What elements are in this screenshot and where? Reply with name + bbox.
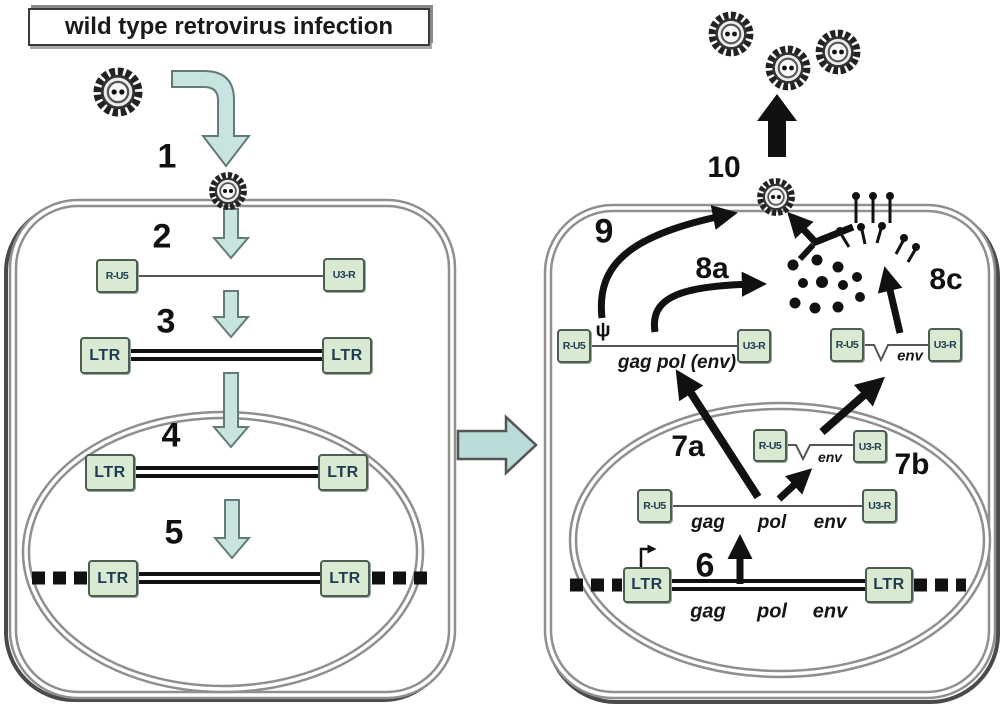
gene-label-pol: pol [757,512,787,533]
step-label-7a: 7a [671,430,705,463]
gene-label-gag: gag [690,600,726,623]
free-virion-icon [98,72,138,112]
arrow-assembly-gag-branch [797,242,816,262]
arrow-step10-release [757,94,797,157]
nuclear-dna [134,466,319,478]
gag-protein-dots [787,254,865,314]
released-virion-icon-1 [713,16,750,53]
gene-label-env: env [897,347,923,365]
released-virion-icon-2 [770,50,807,87]
segment-box-u3-r: U3-R [862,489,897,523]
step-label-1: 1 [157,137,177,176]
step-label-6: 6 [695,546,715,585]
step-label-4: 4 [161,416,181,455]
arrow-step4 [211,372,251,449]
diagram-title-text: wild type retrovirus infection [64,13,394,40]
segment-box-r-u5: R-U5 [830,328,864,362]
arrow-step2 [211,208,251,260]
segment-box-u3-r: U3-R [928,328,962,362]
segment-box-ltr: LTR [88,560,138,597]
arrow-assembly-env-branch [811,223,855,247]
segment-box-u3-r: U3-R [323,258,365,292]
arrow-step7a [675,369,762,500]
psi-packaging-signal-label: ψ [595,319,611,342]
segment-box-ltr: LTR [322,337,372,374]
step-arrows-left-cell [211,208,252,560]
gene-label-pol: pol [757,600,787,623]
trafficking-arrows [597,205,904,584]
segment-box-r-u5: R-U5 [557,329,591,363]
segment-box-u3-r: U3-R [737,329,771,363]
spliced-env-mrna-cytoplasm-line [864,344,928,363]
cell-to-cell-transfer-arrow [456,414,538,476]
diagram-title: wild type retrovirus infection [28,8,430,46]
segment-box-ltr: LTR [318,454,368,491]
step-label-7b: 7b [894,448,930,481]
segment-box-r-u5: R-U5 [96,259,138,293]
segment-box-ltr: LTR [865,567,913,603]
entry-arrow [171,70,252,168]
segment-box-ltr: LTR [85,454,135,491]
step-label-9: 9 [594,212,614,251]
released-virion-icon-3 [820,34,857,71]
gene-label-env: env [817,449,843,465]
arrow-step3 [211,290,251,339]
step-label-8c: 8c [929,263,963,296]
integrated-provirus-right [570,578,966,592]
arrow-splicing [776,468,813,502]
segment-box-ltr: LTR [80,337,130,374]
step-label-5: 5 [164,513,184,552]
step-label-3: 3 [156,302,176,341]
gene-label-gag: gag [691,512,725,533]
linear-dna [129,349,323,361]
spliced-env-mrna-nucleus-line [787,444,853,462]
arrow-step9 [597,205,738,319]
gene-label-env: env [812,600,848,623]
env-protein-pins-cytoplasm [836,222,920,263]
step-label-10: 10 [707,151,741,184]
integrated-provirus-left [32,571,430,585]
arrow-step8a [650,271,767,333]
step-label-8a: 8a [695,252,729,285]
nucleus-right [568,401,992,679]
arrow-step7b [819,376,886,436]
gene-label-env: env [813,512,847,533]
segment-box-ltr: LTR [623,567,671,603]
transcription-start-arrow [639,544,657,568]
gene-label-gag-pol-env: gag pol (env) [617,352,737,373]
step-label-2: 2 [152,217,172,256]
segment-box-u3-r: U3-R [853,430,887,463]
segment-box-ltr: LTR [320,560,370,597]
segment-box-r-u5: R-U5 [753,429,787,462]
segment-box-r-u5: R-U5 [637,489,672,523]
arrow-step5 [212,499,252,560]
arrow-step8c [877,266,904,334]
